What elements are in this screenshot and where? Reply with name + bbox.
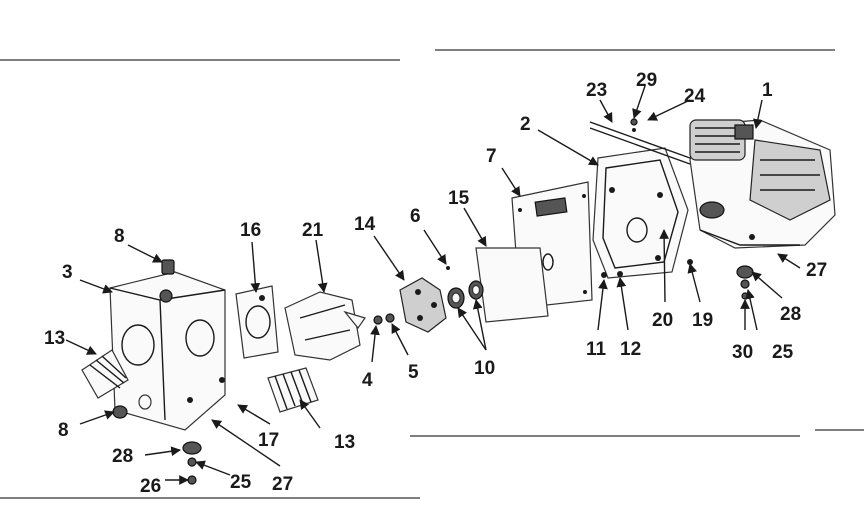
callout-8-upper: 8	[114, 226, 125, 247]
small-fittings	[373, 266, 450, 325]
callout-28-left: 28	[112, 446, 133, 467]
callout-15: 15	[448, 188, 470, 209]
callout-28-right: 28	[780, 304, 801, 325]
callout-12: 12	[620, 339, 641, 360]
callout-14: 14	[354, 214, 376, 235]
callout-25-right: 25	[772, 342, 794, 363]
volute-housing	[284, 291, 366, 361]
rear-cover-plate	[592, 147, 689, 279]
callout-24: 24	[684, 86, 706, 107]
callout-27-right: 27	[806, 260, 827, 281]
callout-13-left: 13	[44, 328, 65, 349]
engine-assembly	[689, 119, 836, 249]
callout-4: 4	[362, 370, 373, 391]
callout-8-lower: 8	[58, 420, 69, 441]
callout-30: 30	[732, 342, 753, 363]
callout-27-left: 27	[272, 474, 293, 495]
callout-23: 23	[586, 80, 607, 101]
callout-25-left: 25	[230, 472, 252, 493]
callout-16: 16	[240, 220, 261, 241]
pump-housing	[109, 259, 226, 431]
bearings	[447, 280, 484, 309]
callout-7: 7	[486, 146, 497, 167]
housing-gasket	[235, 285, 279, 359]
callout-1: 1	[762, 80, 773, 101]
callout-2: 2	[520, 114, 531, 135]
callout-19: 19	[692, 310, 713, 331]
pipe-fitting-left	[81, 349, 129, 399]
cover-plate	[475, 247, 554, 323]
callout-21: 21	[302, 220, 324, 241]
top-strap	[589, 118, 691, 165]
callout-10: 10	[474, 358, 495, 379]
callout-11: 11	[586, 339, 607, 360]
pipe-fitting-right	[267, 367, 319, 413]
callout-5: 5	[408, 362, 419, 383]
callout-6: 6	[410, 206, 421, 227]
callout-26: 26	[140, 476, 161, 497]
callout-20: 20	[652, 310, 673, 331]
callout-29: 29	[636, 70, 657, 91]
impeller	[399, 277, 447, 333]
callout-17: 17	[258, 430, 279, 451]
leader-lines	[65, 85, 801, 485]
callout-13-right: 13	[334, 432, 355, 453]
lower-fittings	[112, 259, 754, 485]
callout-3: 3	[62, 262, 73, 283]
callout-labels: 1 2 3 4 5 6 7 8 8 10 11 12 13 13 14 15 1…	[44, 70, 827, 497]
